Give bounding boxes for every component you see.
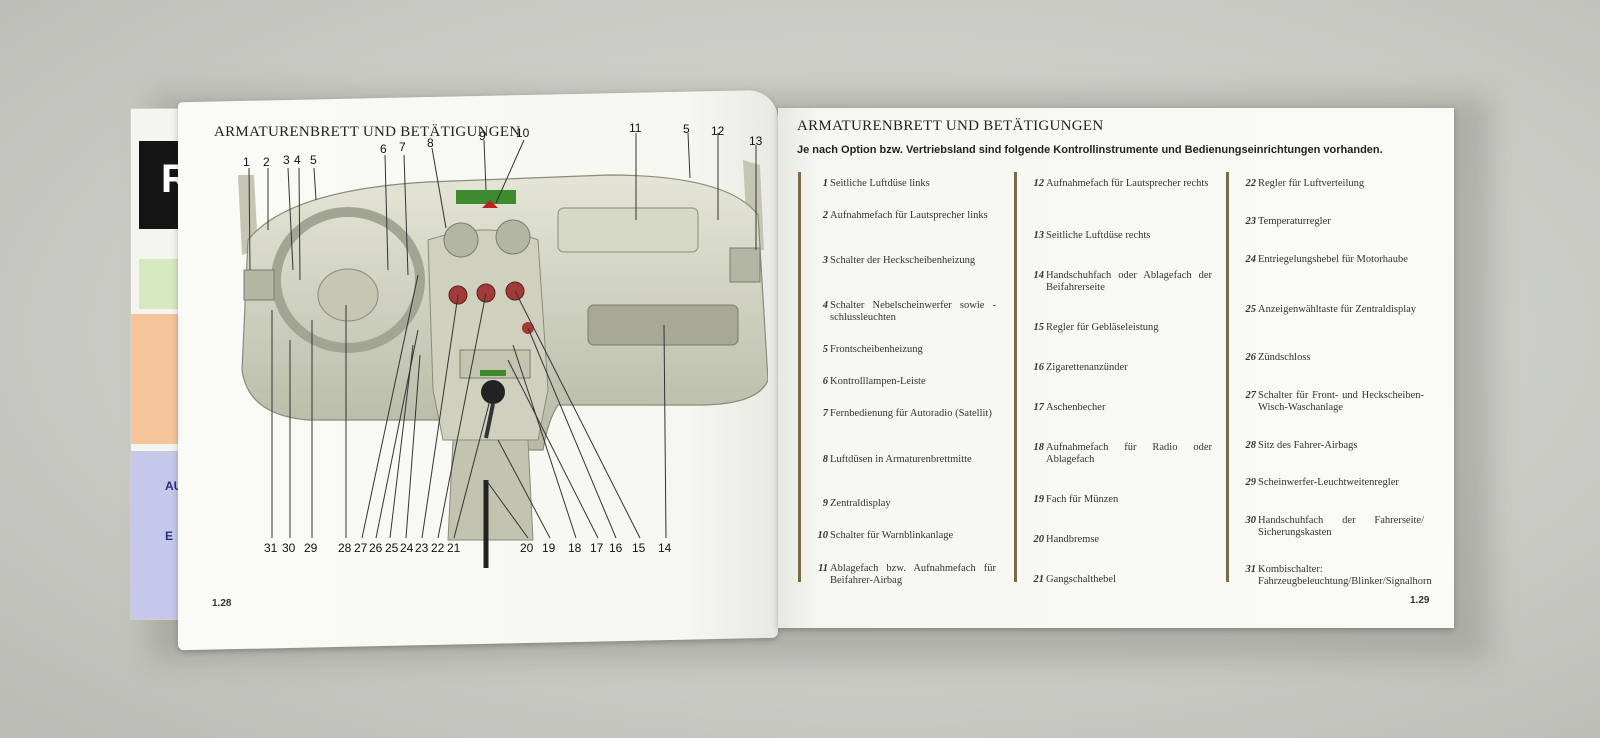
callout-12: 12: [711, 124, 725, 138]
callout-14: 14: [658, 541, 672, 555]
callout-13: 13: [749, 134, 763, 148]
left-page-title: ARMATURENBRETT UND BETÄTIGUNGEN: [214, 124, 521, 140]
radio-display: [480, 370, 506, 376]
callout-30: 30: [282, 541, 296, 555]
glovebox: [587, 304, 739, 346]
callout-16: 16: [609, 541, 623, 555]
callout-15: 15: [632, 541, 646, 555]
callout-10: 10: [516, 126, 530, 140]
right-page-subtitle: Je nach Option bzw. Vertriebsland sind f…: [797, 144, 1383, 156]
callout-27: 27: [354, 541, 368, 555]
callout-21: 21: [447, 541, 461, 555]
center-vent-left: [443, 222, 479, 258]
callout-23: 23: [415, 541, 429, 555]
callout-3: 3: [283, 153, 290, 167]
callout-7: 7: [399, 140, 406, 154]
right-page: [778, 108, 1454, 628]
callout-25: 25: [385, 541, 399, 555]
side-vent-left: [243, 269, 275, 301]
cover-text-e: E: [165, 529, 174, 543]
callout-20: 20: [520, 541, 534, 555]
callout-18: 18: [568, 541, 582, 555]
callout-2: 2: [263, 155, 270, 169]
gear-knob: [481, 380, 505, 404]
right-page-title: ARMATURENBRETT UND BETÄTIGUNGEN: [797, 118, 1104, 134]
callout-29: 29: [304, 541, 318, 555]
passenger-shelf: [557, 207, 699, 253]
right-page-number: 1.29: [1410, 595, 1430, 606]
callout-28: 28: [338, 541, 352, 555]
center-vent-right: [495, 219, 531, 255]
callout-6: 6: [380, 142, 387, 156]
callout-4: 4: [294, 153, 301, 167]
gear-tunnel: [447, 439, 534, 541]
callout-8: 8: [427, 136, 434, 150]
gear-stick: [484, 403, 495, 439]
callout-19: 19: [542, 541, 556, 555]
callout-17: 17: [590, 541, 604, 555]
callout-9: 9: [479, 129, 486, 143]
steering-hub: [317, 268, 379, 322]
callout-31: 31: [264, 541, 278, 555]
callout-11: 11: [629, 121, 642, 135]
callout-22: 22: [431, 541, 445, 555]
callout-5b: 5: [683, 122, 690, 136]
central-display: [456, 190, 516, 204]
steering-wheel: [271, 207, 425, 353]
left-page-number: 1.28: [212, 598, 232, 609]
dashboard-diagram: 1 2 3 4 5 6 7 8 9 10 11 5 12 13 31 30 29…: [238, 121, 768, 568]
hazard-icon: [482, 200, 498, 208]
callout-26: 26: [369, 541, 383, 555]
side-vent-right: [729, 247, 761, 283]
callout-24: 24: [400, 541, 414, 555]
callout-5: 5: [310, 153, 317, 167]
callout-1: 1: [243, 155, 250, 169]
